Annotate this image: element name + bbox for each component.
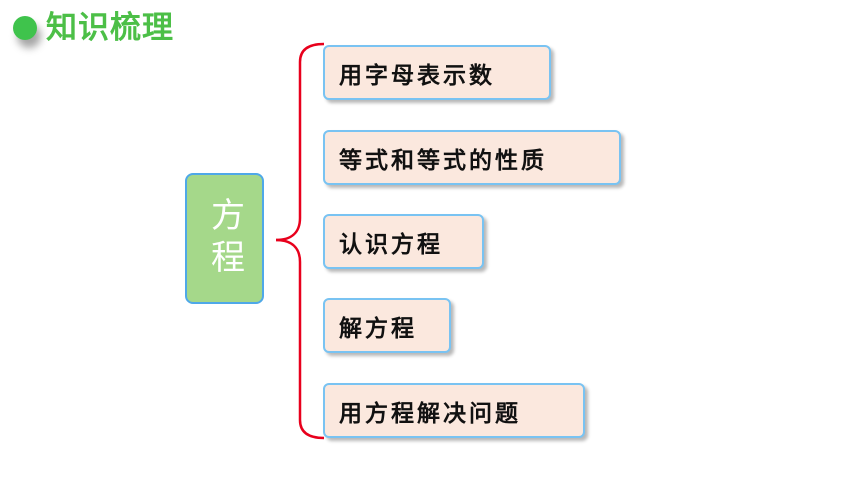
- child-label: 用方程解决问题: [339, 399, 521, 427]
- child-node-2: 等式和等式的性质: [323, 130, 621, 185]
- section-title: 知识梳理: [46, 10, 174, 46]
- child-node-3: 认识方程: [323, 214, 484, 269]
- child-node-5: 用方程解决问题: [323, 383, 585, 438]
- child-node-4: 解方程: [323, 298, 451, 353]
- circle-bullet-icon: [13, 16, 37, 40]
- child-node-1: 用字母表示数: [323, 45, 551, 100]
- root-node: 方程: [185, 173, 264, 304]
- child-label: 解方程: [339, 314, 417, 342]
- brace-lower-arm: [275, 238, 325, 440]
- brace-upper-arm: [275, 42, 325, 242]
- child-label: 用字母表示数: [339, 61, 495, 89]
- child-label: 等式和等式的性质: [339, 146, 547, 174]
- root-label: 方程: [204, 196, 245, 281]
- child-label: 认识方程: [339, 230, 443, 258]
